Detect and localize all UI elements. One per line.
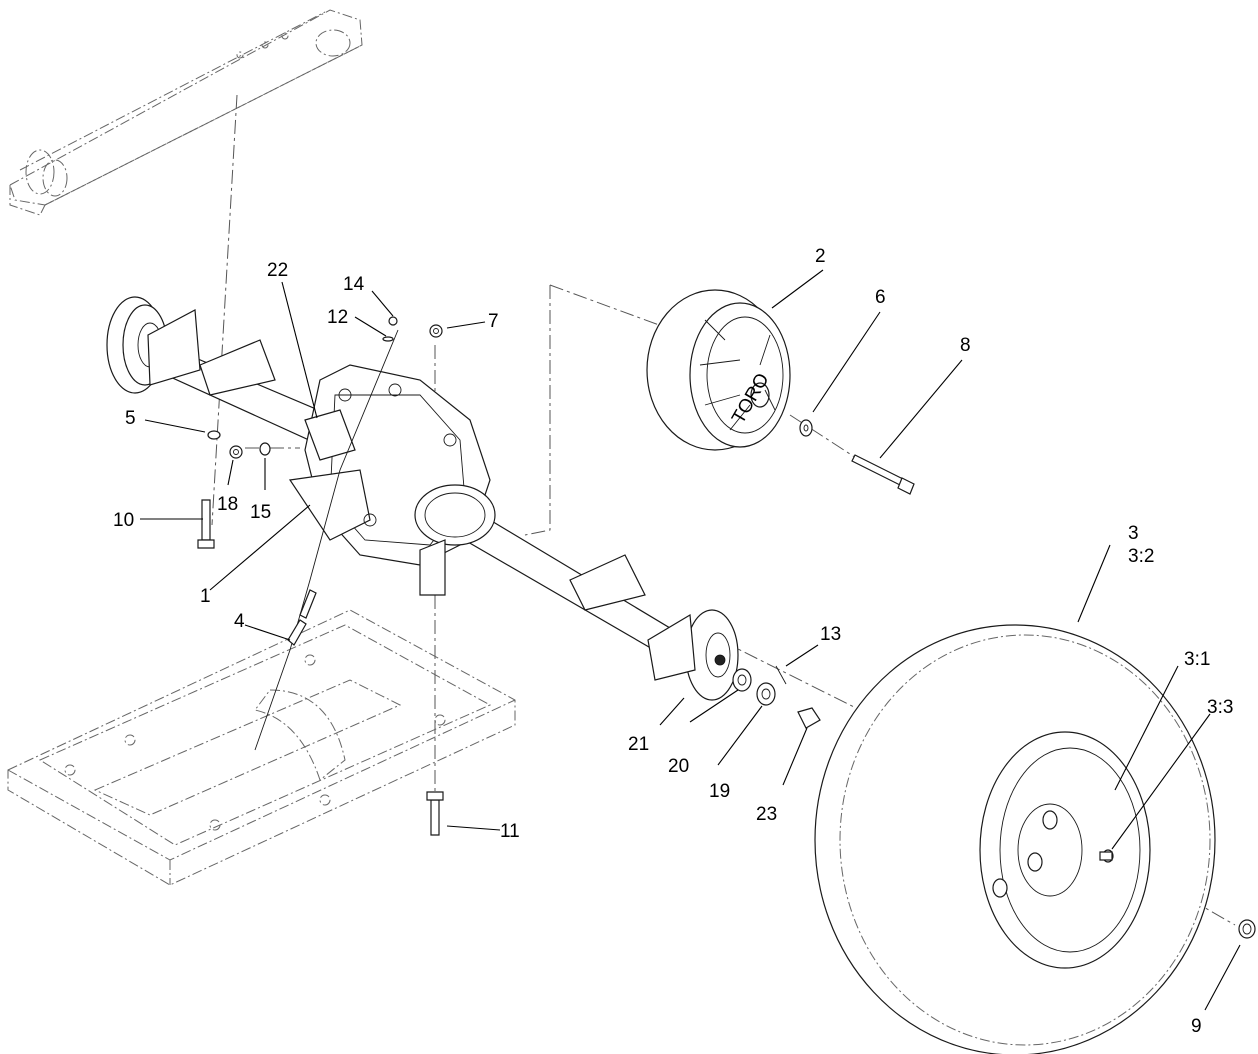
small-hardware <box>197 316 821 836</box>
callout-10: 10 <box>113 510 134 531</box>
callout-5: 5 <box>125 408 136 429</box>
callout-18: 18 <box>217 494 238 515</box>
callout-3-3: 3:3 <box>1207 697 1233 718</box>
callout-1: 1 <box>200 586 211 607</box>
callout-19: 19 <box>709 781 730 802</box>
callout-3: 3 <box>1128 523 1139 544</box>
drive-pulley: TORO <box>646 289 791 451</box>
pulley-hardware <box>799 419 915 495</box>
callout-14: 14 <box>343 274 365 295</box>
callout-21: 21 <box>628 734 649 755</box>
callout-8: 8 <box>960 335 971 356</box>
callout-leaders <box>140 269 1241 1011</box>
callout-12: 12 <box>327 307 348 328</box>
callout-23: 23 <box>756 804 777 825</box>
callout-6: 6 <box>875 287 886 308</box>
ghost-frame-beam <box>9 9 363 216</box>
transaxle-housing <box>288 364 496 596</box>
callout-2: 2 <box>815 246 826 267</box>
control-cable <box>254 329 399 751</box>
callout-4: 4 <box>234 611 245 632</box>
callout-3-1: 3:1 <box>1184 649 1210 670</box>
callout-22: 22 <box>267 260 288 281</box>
callout-13: 13 <box>820 624 841 645</box>
wheel-assembly <box>814 624 1256 1054</box>
ghost-chassis-frame <box>7 609 516 886</box>
callout-3-2: 3:2 <box>1128 546 1154 567</box>
callout-20: 20 <box>668 756 689 777</box>
callout-labels: 1 2 3 3:2 3:1 3:3 4 5 6 7 8 9 10 11 12 1… <box>113 246 1233 1037</box>
callout-11: 11 <box>500 821 520 842</box>
callout-15: 15 <box>250 502 271 523</box>
callout-9: 9 <box>1191 1016 1202 1037</box>
callout-7: 7 <box>488 311 499 332</box>
